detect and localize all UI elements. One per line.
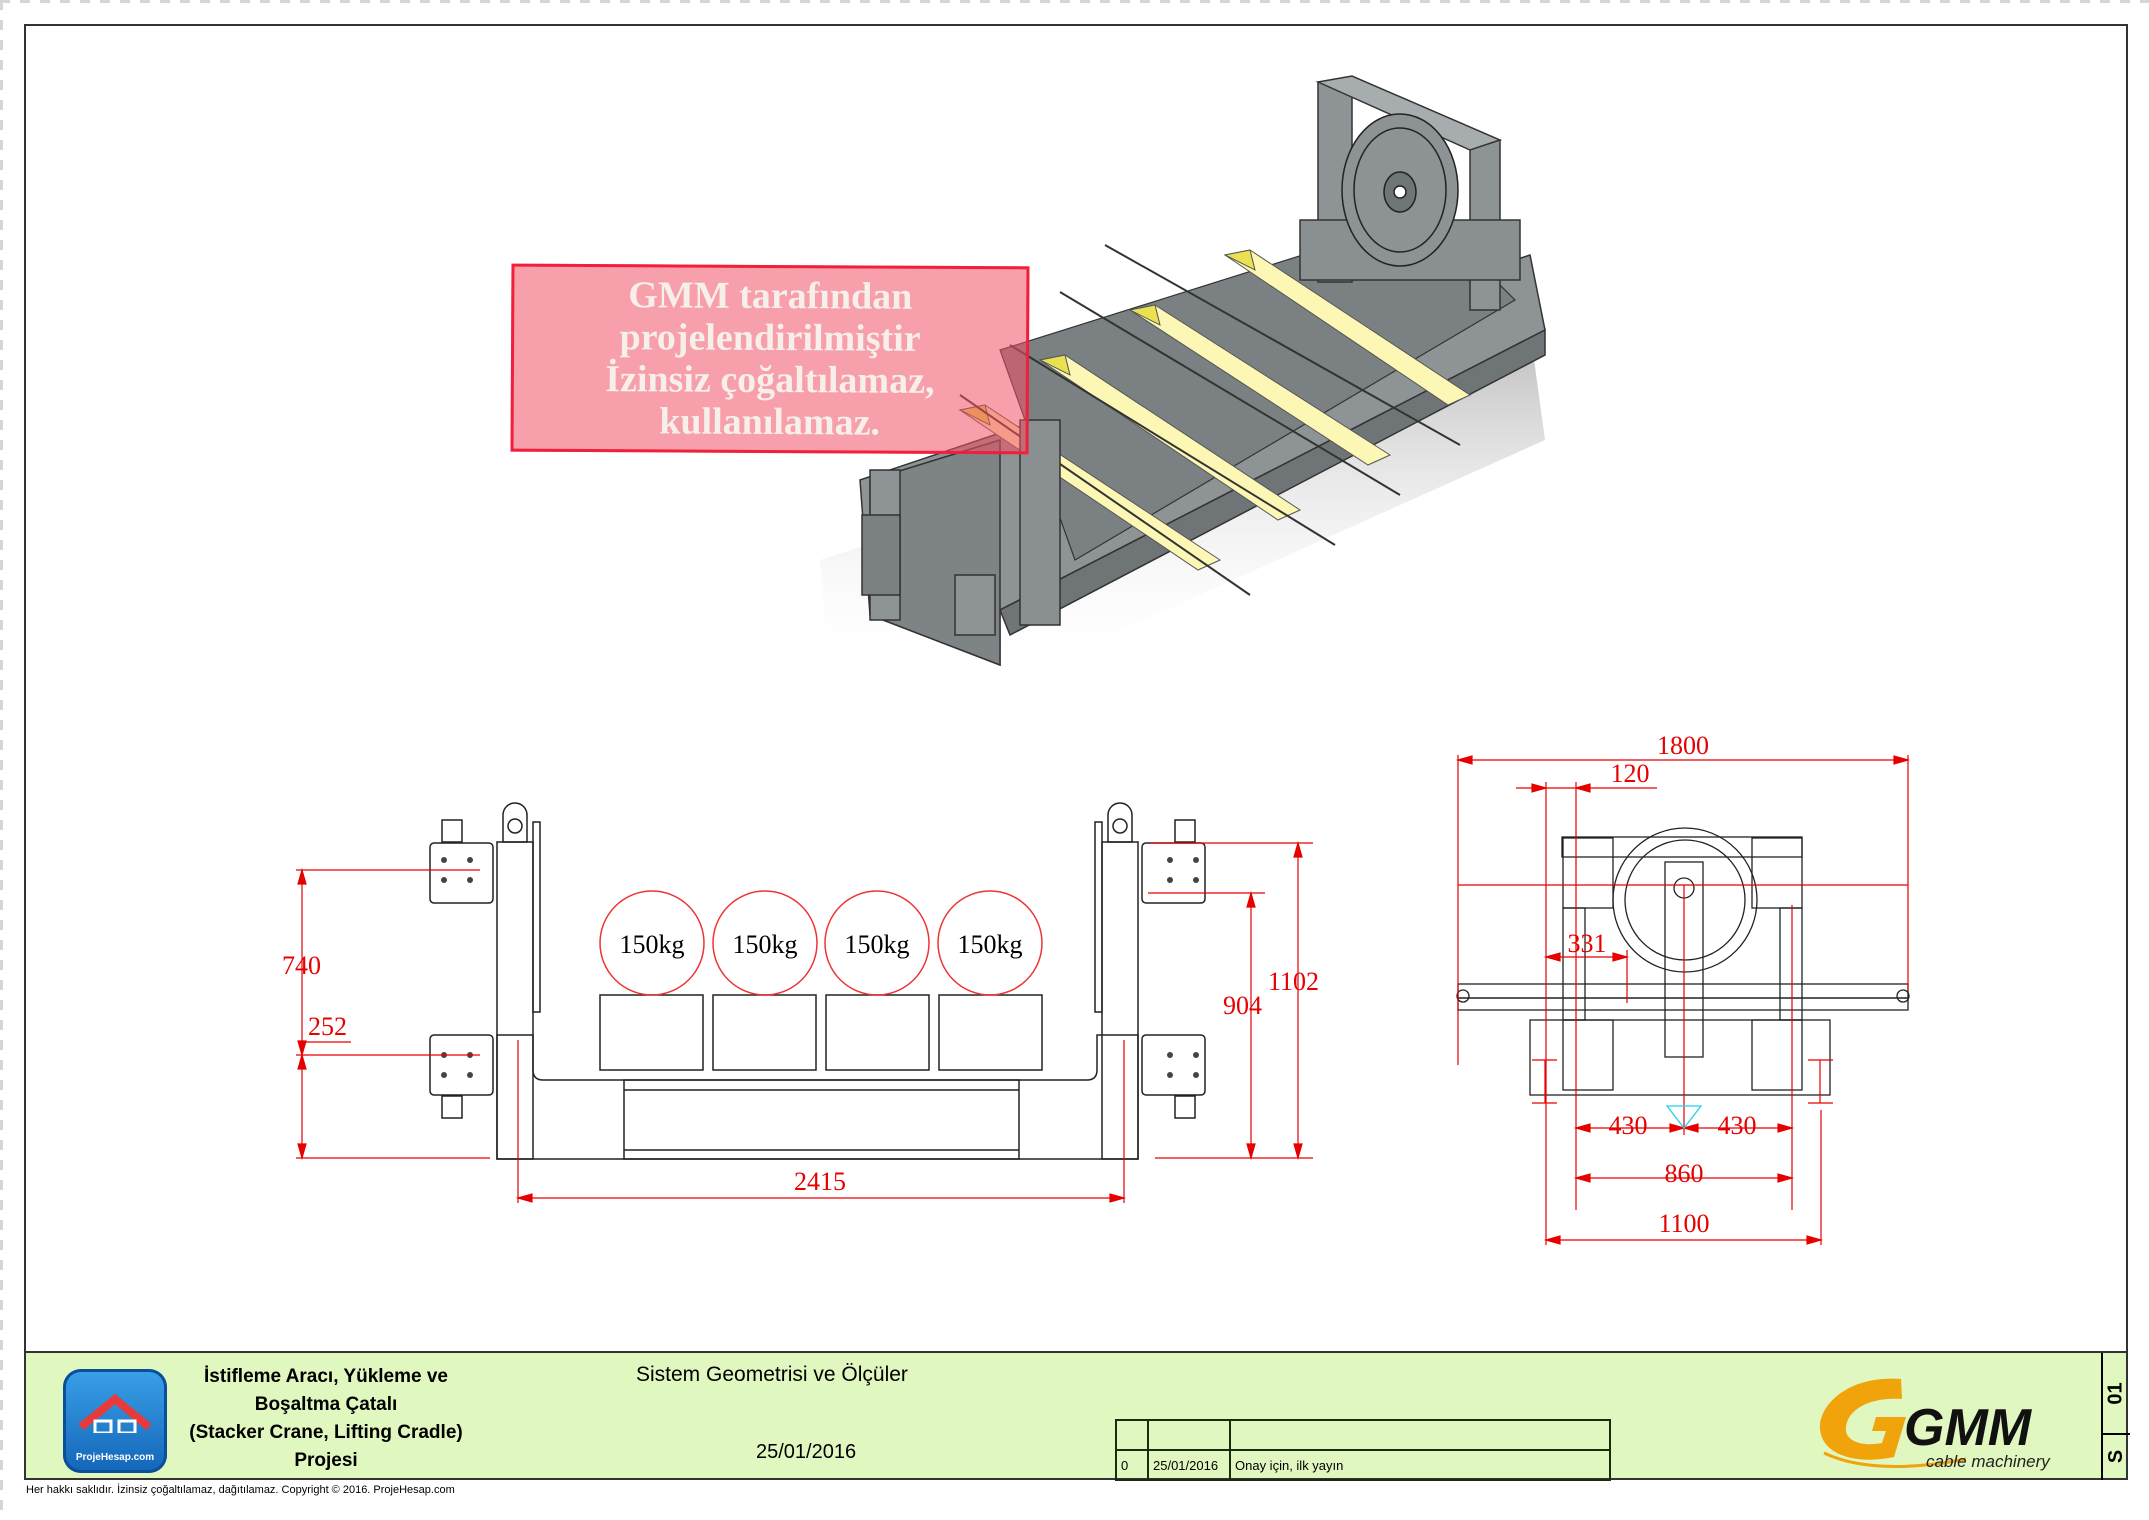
dimension-1100: 1100 bbox=[1658, 1209, 1709, 1238]
dimension-2415: 2415 bbox=[794, 1167, 846, 1196]
dimension-120: 120 bbox=[1611, 759, 1650, 788]
revision-no: 0 bbox=[1115, 1449, 1149, 1481]
load-circle bbox=[712, 890, 818, 996]
page-edge-left bbox=[0, 0, 3, 1520]
dimension-860: 860 bbox=[1665, 1159, 1704, 1188]
load-circle bbox=[599, 890, 705, 996]
project-title-line: Projesi bbox=[294, 1450, 358, 1471]
load-circle bbox=[824, 890, 930, 996]
dimension-904: 904 bbox=[1223, 991, 1262, 1020]
load-label: 150kg bbox=[620, 930, 685, 959]
dimension-1102: 1102 bbox=[1268, 967, 1319, 996]
title-block: ProjeHesap.com İstifleme Aracı, Yükleme … bbox=[24, 1351, 2130, 1481]
gmm-logo-text: GMM bbox=[1904, 1399, 2033, 1457]
revision-description bbox=[1229, 1419, 1611, 1451]
revision-no bbox=[1115, 1419, 1149, 1451]
project-title-line: İstifleme Aracı, Yükleme ve bbox=[204, 1366, 448, 1387]
revision-date bbox=[1147, 1419, 1231, 1451]
sheet-series-text: S bbox=[2105, 1449, 2127, 1464]
load-label: 150kg bbox=[845, 930, 910, 959]
iso-sheave-wheel bbox=[1341, 113, 1459, 267]
dimension-1800: 1800 bbox=[1657, 731, 1709, 760]
front-dimension-lines bbox=[296, 840, 1313, 1203]
revision-description: Onay için, ilk yayın bbox=[1229, 1449, 1611, 1481]
drawing-sheet-border bbox=[24, 24, 2128, 1480]
dimension-331: 331 bbox=[1568, 929, 1607, 958]
front-view-bolts bbox=[441, 857, 1199, 1078]
revision-row bbox=[1115, 1419, 1611, 1451]
dimension-430-right: 430 bbox=[1718, 1111, 1757, 1140]
sheet-number: 01 bbox=[2103, 1353, 2130, 1435]
gmm-tagline: cable machinery bbox=[1926, 1452, 2051, 1471]
front-view-structure bbox=[429, 802, 1206, 1160]
page-edge-top bbox=[0, 0, 2149, 3]
revision-table: 0 25/01/2016 Onay için, ilk yayın bbox=[1115, 1419, 1611, 1481]
load-circle bbox=[937, 890, 1043, 996]
dimension-430-left: 430 bbox=[1609, 1111, 1648, 1140]
project-title-line: Boşaltma Çatalı bbox=[254, 1394, 398, 1415]
dimension-252: 252 bbox=[308, 1012, 347, 1041]
revision-date: 25/01/2016 bbox=[1147, 1449, 1231, 1481]
revision-row: 0 25/01/2016 Onay için, ilk yayın bbox=[1115, 1449, 1611, 1481]
project-title: İstifleme Aracı, Yükleme ve Boşaltma Çat… bbox=[176, 1363, 476, 1475]
load-label: 150kg bbox=[733, 930, 798, 959]
dimension-740: 740 bbox=[282, 951, 321, 980]
sheet-series: S bbox=[2103, 1433, 2130, 1480]
side-dimension-lines bbox=[1455, 755, 1911, 1245]
house-icon bbox=[78, 1393, 152, 1433]
project-title-line: (Stacker Crane, Lifting Cradle) bbox=[189, 1422, 463, 1443]
sheet-title: Sistem Geometrisi ve Ölçüler bbox=[636, 1363, 908, 1386]
logo-site-label: ProjeHesap.com bbox=[75, 1452, 155, 1463]
sheet-number-text: 01 bbox=[2105, 1381, 2127, 1405]
copyright-notice: Her hakkı saklıdır. İzinsiz çoğaltılamaz… bbox=[26, 1484, 455, 1496]
load-markers bbox=[599, 890, 1043, 996]
sheet-date: 25/01/2016 bbox=[756, 1441, 857, 1463]
side-view-structure bbox=[1456, 827, 1910, 1096]
center-marker-icon bbox=[1665, 1105, 1703, 1130]
load-label: 150kg bbox=[958, 930, 1023, 959]
projehesap-logo: ProjeHesap.com bbox=[63, 1369, 167, 1473]
sheet-number-cells: 01 S bbox=[2101, 1353, 2130, 1480]
gmm-company-logo: GMM cable machinery bbox=[1819, 1378, 2051, 1471]
